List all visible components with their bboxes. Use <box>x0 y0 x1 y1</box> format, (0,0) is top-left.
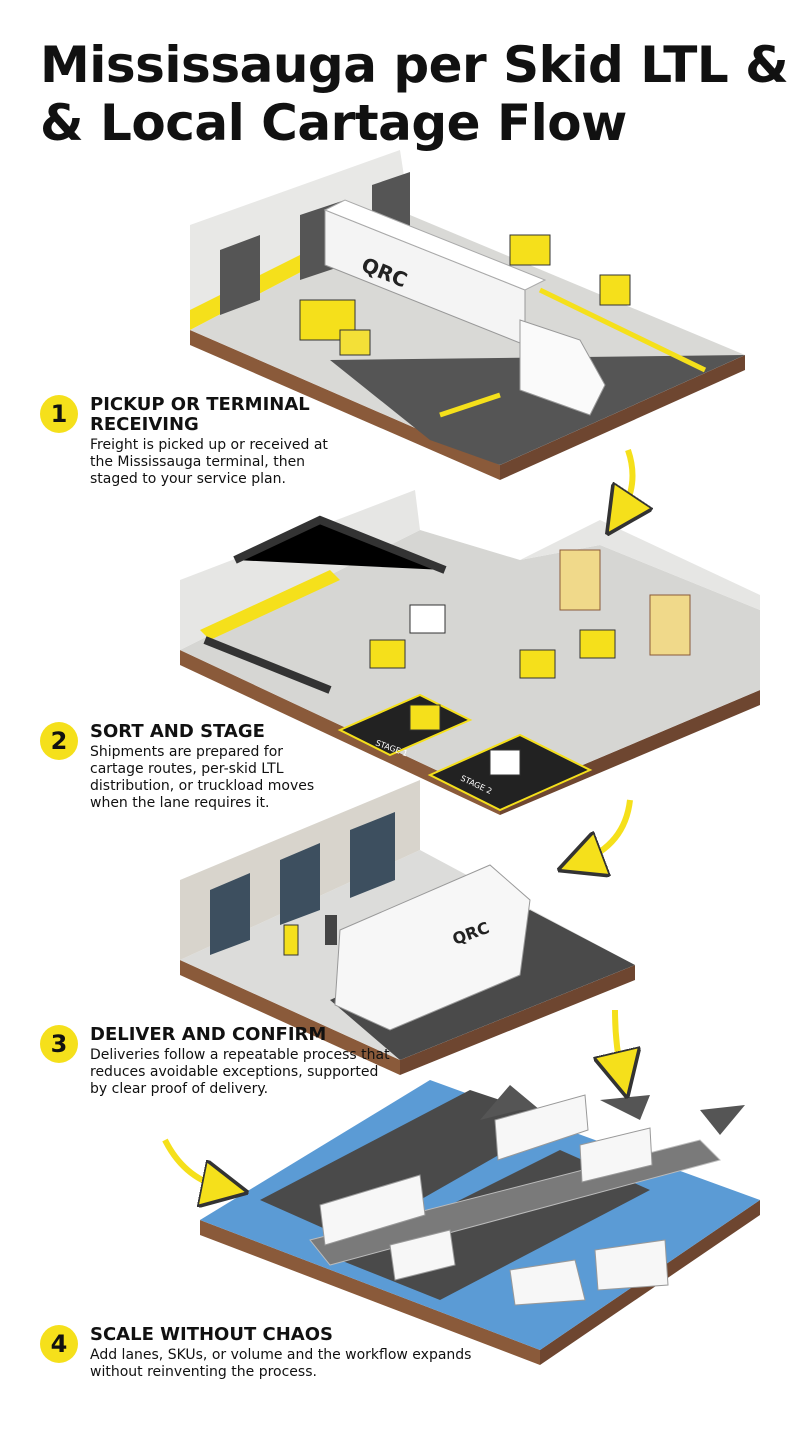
sorting-scene: STAGE 1 STAGE 2 <box>180 490 760 815</box>
step-description: Add lanes, SKUs, or volume and the workf… <box>90 1347 472 1380</box>
arrow-into-4 <box>162 1138 225 1188</box>
step-number-badge: 3 <box>40 1025 78 1063</box>
highway-scene <box>200 1080 760 1365</box>
step-number-badge: 2 <box>40 722 78 760</box>
step-description: Deliveries follow a repeatable process t… <box>90 1047 390 1097</box>
step-description: Shipments are prepared for cartage route… <box>90 744 315 811</box>
delivery-scene: QRC <box>180 780 635 1075</box>
arrow-2-to-3 <box>580 799 633 862</box>
step-heading: SORT AND STAGE <box>90 721 265 742</box>
step-1: 1 PICKUP OR TERMINAL RECEIVING Freight i… <box>40 395 400 488</box>
step-number-badge: 1 <box>40 395 78 433</box>
arrow-1-to-2 <box>620 449 633 515</box>
step-heading: DELIVER AND CONFIRM <box>90 1024 327 1045</box>
step-2: 2 SORT AND STAGE Shipments are prepared … <box>40 722 400 812</box>
terminal-scene: QRC <box>190 150 745 480</box>
step-4: 4 SCALE WITHOUT CHAOS Add lanes, SKUs, o… <box>40 1325 520 1381</box>
page-title: Mississauga per Skid LTL & & Local Carta… <box>40 36 789 152</box>
step-heading: PICKUP OR TERMINAL RECEIVING <box>90 394 310 435</box>
step-description: Freight is picked up or received at the … <box>90 437 328 487</box>
step-3: 3 DELIVER AND CONFIRM Deliveries follow … <box>40 1025 400 1098</box>
step-number-badge: 4 <box>40 1325 78 1363</box>
arrow-3-to-4 <box>615 1009 622 1075</box>
step-heading: SCALE WITHOUT CHAOS <box>90 1324 333 1345</box>
